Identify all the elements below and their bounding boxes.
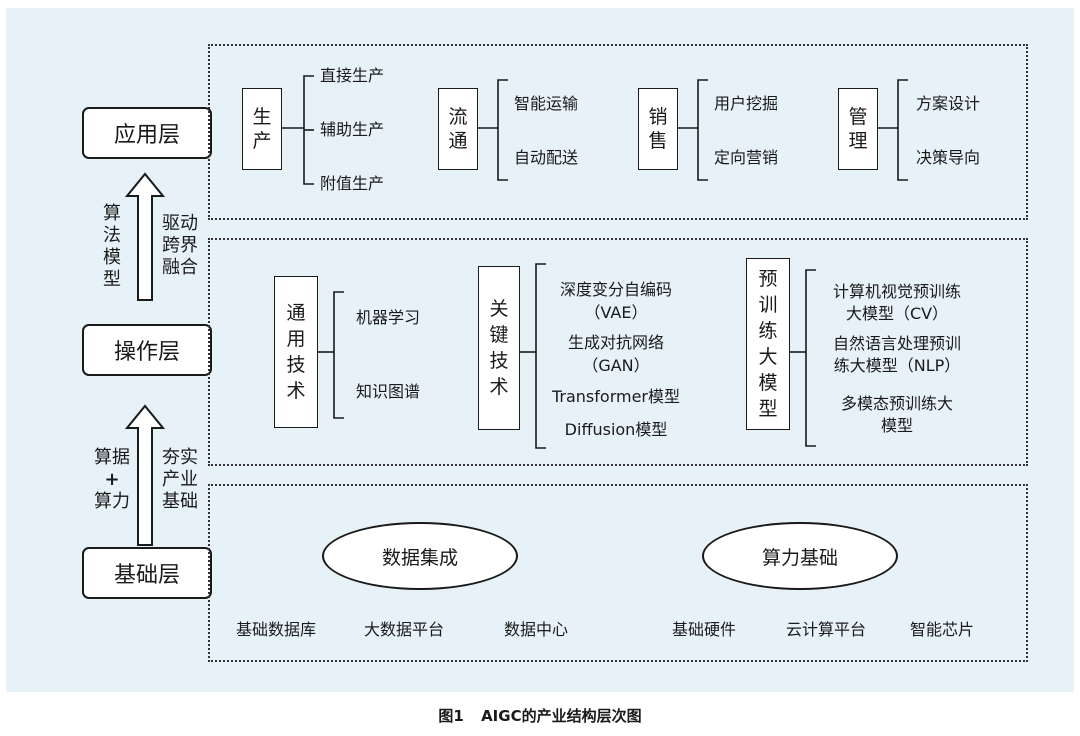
layer-application: 应用层 [82, 107, 212, 159]
app-group-circulation: 流通 [438, 88, 478, 170]
layer-foundation: 基础层 [82, 547, 212, 599]
foundation-item: 云计算平台 [786, 620, 867, 639]
op-item: 计算机视觉预训练 [832, 282, 961, 301]
figure-number: 图1 [438, 707, 464, 725]
app-item: 直接生产 [320, 66, 385, 85]
foundation-item: 大数据平台 [364, 620, 445, 639]
op-item: （GAN） [582, 356, 650, 375]
op-item: 模型 [880, 416, 913, 435]
app-item: 辅助生产 [320, 120, 385, 139]
arrow-lower-right-label: 夯实 产业 基础 [162, 447, 198, 512]
op-item: Transformer模型 [551, 387, 680, 406]
app-group-management: 管理 [838, 88, 878, 170]
op-item: Diffusion模型 [564, 420, 668, 439]
op-group-key-tech: 关键 技术 [478, 266, 520, 430]
arrow-lower-left-label: 算据 + 算力 [94, 447, 130, 512]
application-region [208, 44, 1028, 220]
foundation-item: 基础数据库 [236, 620, 317, 639]
app-item: 方案设计 [916, 94, 981, 113]
arrow-upper-right-label: 驱动 跨界 融合 [162, 213, 198, 278]
op-item: 知识图谱 [356, 382, 421, 401]
app-group-production: 生产 [242, 88, 282, 170]
op-item: 深度变分自编码 [559, 280, 672, 299]
op-item: 生成对抗网络 [567, 333, 664, 352]
foundation-item: 数据中心 [504, 620, 569, 639]
app-item: 定向营销 [714, 148, 779, 167]
app-item: 用户挖掘 [714, 94, 779, 113]
arrow-upper-left-label: 算 法 模 型 [103, 203, 121, 290]
op-item: 练大模型（NLP） [833, 356, 961, 375]
arrow-upper [124, 172, 166, 301]
foundation-item: 智能芯片 [910, 620, 975, 639]
app-group-sales: 销售 [638, 88, 678, 170]
op-group-pretrained-models: 预训 练大 模型 [746, 258, 790, 430]
figure-caption: 图1 AIGC的产业结构层次图 [0, 705, 1080, 726]
app-item: 自动配送 [514, 148, 579, 167]
app-item: 决策导向 [916, 148, 981, 167]
layer-operation: 操作层 [82, 324, 212, 376]
op-item: 机器学习 [356, 308, 421, 327]
operation-region [208, 238, 1028, 466]
data-integration-ellipse: 数据集成 [322, 522, 518, 590]
app-item: 附值生产 [320, 174, 385, 193]
compute-foundation-ellipse: 算力基础 [702, 522, 898, 590]
op-item: （VAE） [584, 303, 648, 322]
arrow-lower [124, 404, 166, 546]
figure-title: AIGC的产业结构层次图 [481, 707, 642, 725]
foundation-region [208, 484, 1028, 662]
op-group-general-tech: 通用 技术 [274, 276, 318, 428]
op-item: 大模型（CV） [845, 304, 949, 323]
foundation-item: 基础硬件 [672, 620, 737, 639]
app-item: 智能运输 [514, 94, 579, 113]
op-item: 多模态预训练大 [840, 394, 953, 413]
op-item: 自然语言处理预训 [832, 334, 961, 353]
